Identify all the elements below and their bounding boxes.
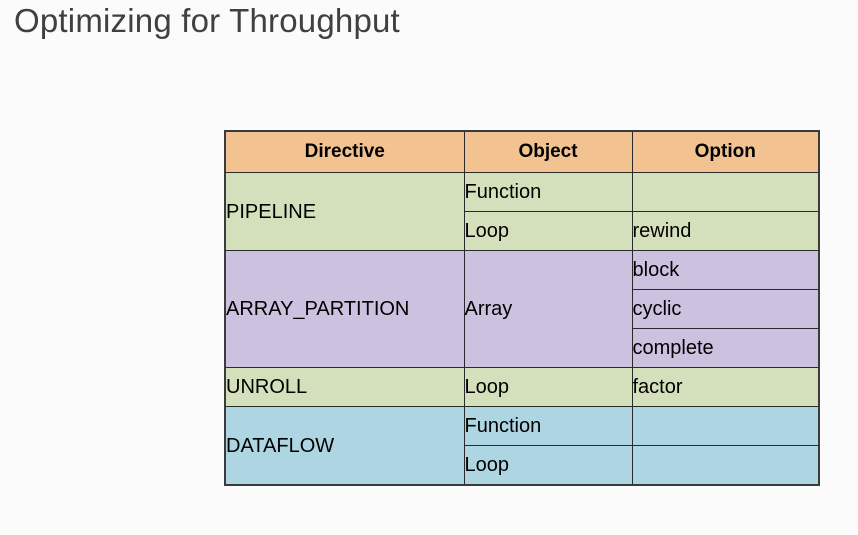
table-row: Loop rewind [225, 211, 820, 251]
table-row: UNROLL Loop factor [224, 367, 820, 407]
table-header: Directive Object Option [224, 130, 820, 173]
option-cell: block [631, 250, 820, 290]
table-header-row: Directive Object Option [224, 130, 820, 173]
option-cell: factor [631, 367, 820, 407]
table-row: complete [225, 328, 820, 368]
table-row: Loop [225, 445, 820, 486]
directive-cell-pipeline: PIPELINE [224, 172, 465, 251]
table-row: DATAFLOW Function [224, 406, 820, 486]
option-cell [631, 445, 820, 486]
object-cell: Loop [463, 445, 633, 486]
object-cell: Function [463, 406, 633, 446]
object-cell: Loop [463, 211, 633, 251]
option-cell [631, 172, 820, 212]
option-cell [631, 406, 820, 446]
column-header-object: Object [463, 130, 633, 173]
directive-cell-array-partition: ARRAY_PARTITION [224, 250, 465, 368]
column-header-directive: Directive [224, 130, 465, 173]
option-cell: cyclic [631, 289, 820, 329]
object-cell: Array [463, 250, 633, 368]
option-cell: rewind [631, 211, 820, 251]
object-cell: Loop [463, 367, 633, 407]
option-cell: complete [631, 328, 820, 368]
column-header-option: Option [631, 130, 820, 173]
table-row: PIPELINE Function [224, 172, 820, 251]
page-title: Optimizing for Throughput [14, 2, 400, 39]
table-body: PIPELINE Function Loop rewind ARRAY_PART… [224, 172, 820, 486]
hls-directives-table: Directive Object Option PIPELINE Functio… [224, 130, 820, 486]
directive-cell-unroll: UNROLL [224, 367, 465, 407]
table-row: ARRAY_PARTITION Array block [224, 250, 820, 368]
directive-cell-dataflow: DATAFLOW [224, 406, 465, 486]
object-cell: Function [463, 172, 633, 212]
